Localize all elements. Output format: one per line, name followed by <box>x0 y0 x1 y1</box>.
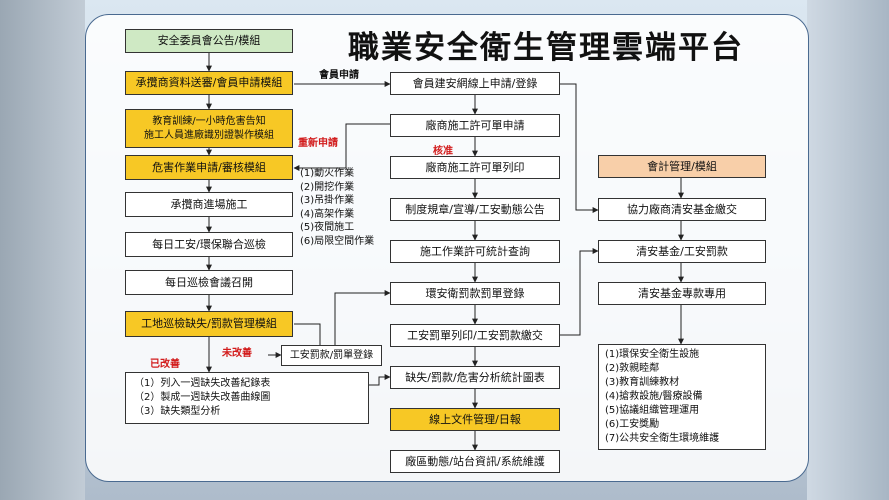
member-online-apply[interactable]: 會員建安網線上申請/登錄 <box>390 72 560 95</box>
permit-statistics[interactable]: 施工作業許可統計查詢 <box>390 240 560 263</box>
hazard-operations-list: (1)動火作業 (2)開挖作業 (3)吊掛作業 (4)高架作業 (5)夜間施工 … <box>300 167 374 249</box>
label-reapply: 重新申請 <box>298 138 338 149</box>
fund-use-item: (1)環保安全衛生設施 <box>605 349 700 360</box>
badge-line: 施工人員進廠識別證製作模組 <box>144 129 274 141</box>
online-document-management[interactable]: 線上文件管理/日報 <box>390 408 560 431</box>
fund-use-item: (6)工安獎勵 <box>605 419 660 430</box>
hazard-op: (2)開挖作業 <box>300 181 355 193</box>
background-right <box>807 0 889 500</box>
hazard-op: (1)動火作業 <box>300 168 355 179</box>
fund-use-item: (5)協議組織管理運用 <box>605 405 700 416</box>
permit-print[interactable]: 廠商施工許可單列印 <box>390 156 560 179</box>
daily-inspection[interactable]: 每日工安/環保聯合巡檢 <box>125 232 293 257</box>
analysis-charts[interactable]: 缺失/罰款/危害分析統計圖表 <box>390 366 560 389</box>
background-left <box>0 0 85 500</box>
fund-and-fines[interactable]: 清安基金/工安罰款 <box>598 240 766 263</box>
fund-use-item: (3)教育訓練教材 <box>605 377 680 388</box>
training-badge-module[interactable]: 教育訓練/一小時危害告知 施工人員進廠識別證製作模組 <box>125 109 293 148</box>
label-approve: 核准 <box>433 146 453 157</box>
improvement-item: （3）缺失類型分析 <box>134 406 221 417</box>
fund-dedicated-use[interactable]: 清安基金專款專用 <box>598 282 766 305</box>
contractor-review-module[interactable]: 承攬商資料送審/會員申請模組 <box>125 71 293 95</box>
safety-committee-module[interactable]: 安全委員會公告/模組 <box>125 29 293 53</box>
page-title: 職業安全衛生管理雲端平台 <box>348 30 744 66</box>
fund-use-item: (2)敦親睦鄰 <box>605 363 660 374</box>
permit-apply[interactable]: 廠商施工許可單申請 <box>390 114 560 137</box>
label-member-apply: 會員申請 <box>319 70 359 81</box>
fund-payment[interactable]: 協力廠商清安基金繳交 <box>598 198 766 221</box>
fund-use-item: (7)公共安全衛生環境維護 <box>605 433 720 444</box>
label-improved: 已改善 <box>150 359 180 370</box>
hazard-op: (4)高架作業 <box>300 208 355 220</box>
fine-print-payment[interactable]: 工安罰單列印/工安罰款繳交 <box>390 324 560 347</box>
daily-meeting[interactable]: 每日巡檢會議召開 <box>125 270 293 295</box>
hazard-application-module[interactable]: 危害作業申請/審核模組 <box>125 155 293 180</box>
fund-use-item: (4)搶救設施/醫療設備 <box>605 391 703 402</box>
fine-registration-box[interactable]: 工安罰款/罰單登錄 <box>281 345 382 366</box>
regulation-announcement[interactable]: 制度規章/宣導/工安動態公告 <box>390 198 560 221</box>
improvement-item: （1）列入一週缺失改善紀錄表 <box>134 378 271 389</box>
improvement-item: （2）製成一週缺失改善曲線圖 <box>134 392 271 403</box>
label-not-improved: 未改善 <box>222 348 252 359</box>
training-line: 教育訓練/一小時危害告知 <box>152 115 266 127</box>
hazard-op: (3)吊掛作業 <box>300 195 355 207</box>
hazard-op: (6)局限空間作業 <box>300 235 375 247</box>
defect-fine-module[interactable]: 工地巡檢缺失/罰款管理模組 <box>125 311 293 337</box>
improvement-list-box: （1）列入一週缺失改善紀錄表 （2）製成一週缺失改善曲線圖 （3）缺失類型分析 <box>125 372 369 424</box>
site-system-maintenance[interactable]: 廠區動態/站台資訊/系統維護 <box>390 450 560 473</box>
accounting-module[interactable]: 會計管理/模組 <box>598 155 766 178</box>
hazard-op: (5)夜間施工 <box>300 222 355 234</box>
contractor-entry[interactable]: 承攬商進場施工 <box>125 192 293 217</box>
ehs-fine-registration[interactable]: 環安衛罰款罰單登錄 <box>390 282 560 305</box>
fund-uses-list: (1)環保安全衛生設施 (2)敦親睦鄰 (3)教育訓練教材 (4)搶救設施/醫療… <box>598 344 766 450</box>
